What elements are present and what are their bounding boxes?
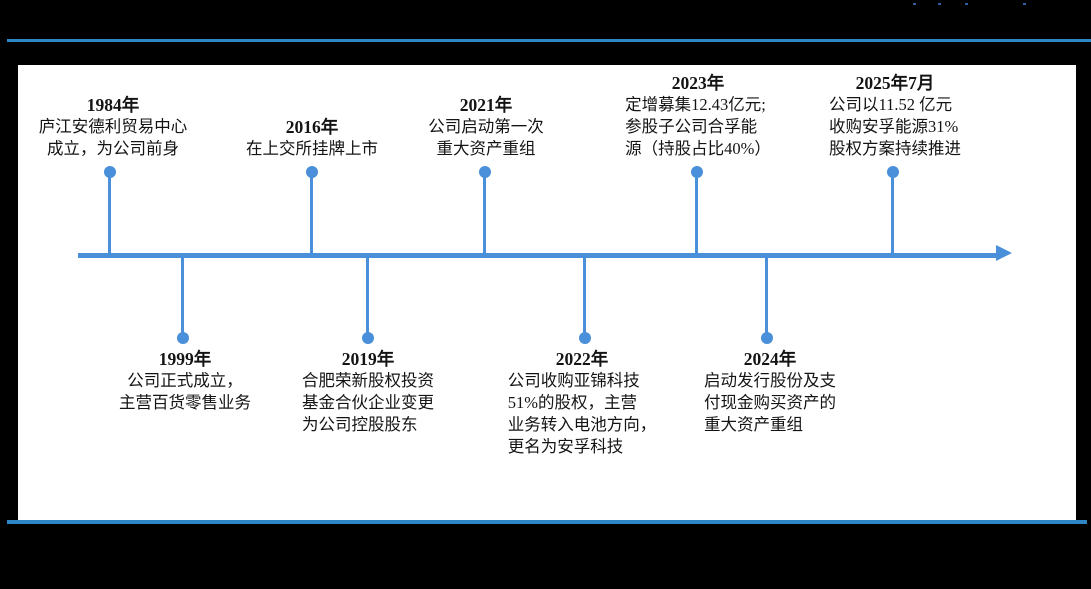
timeline-connector <box>765 258 768 338</box>
timeline-connector <box>695 172 698 253</box>
timeline-connector <box>891 172 894 253</box>
timeline-event-1999: 1999年 公司正式成立， 主营百货零售业务 <box>119 348 251 414</box>
timeline-dot <box>887 166 899 178</box>
event-year: 2016年 <box>285 117 339 137</box>
timeline-connector <box>583 258 586 338</box>
timeline-connector <box>108 172 111 253</box>
event-desc-line: 源（持股占比40%） <box>625 139 771 158</box>
timeline-arrow-head-icon <box>996 245 1012 261</box>
artifact-speck <box>913 3 916 5</box>
timeline-event-2016: 2016年 在上交所挂牌上市 <box>246 116 378 160</box>
event-year: 2022年 <box>555 349 609 369</box>
event-desc-line: 业务转入电池方向， <box>507 415 657 434</box>
timeline-connector <box>181 258 184 338</box>
event-desc-line: 启动发行股份及支 <box>704 371 836 390</box>
event-desc-line: 基金合伙企业变更 <box>302 393 434 412</box>
event-desc-line: 付现金购买资产的 <box>704 393 836 412</box>
white-canvas <box>18 65 1076 521</box>
timeline-connector <box>483 172 486 253</box>
artifact-speck <box>938 3 941 5</box>
timeline-axis <box>78 253 998 258</box>
bottom-border-line <box>7 520 1087 524</box>
event-desc-line: 公司正式成立， <box>127 371 243 390</box>
artifact-speck <box>1023 3 1026 5</box>
timeline-dot <box>479 166 491 178</box>
event-desc-line: 公司收购亚锦科技 <box>507 371 640 390</box>
timeline-event-2021: 2021年 公司启动第一次 重大资产重组 <box>428 94 544 160</box>
top-border-line <box>7 39 1091 42</box>
event-year: 2019年 <box>341 349 395 369</box>
timeline-connector <box>366 258 369 338</box>
event-desc-line: 重大资产重组 <box>704 415 803 434</box>
timeline-event-1984: 1984年 庐江安德利贸易中心 成立，为公司前身 <box>39 94 188 160</box>
event-desc-line: 合肥荣新股权投资 <box>302 371 434 390</box>
event-desc-line: 公司以11.52 亿元 <box>829 95 953 114</box>
timeline-dot <box>306 166 318 178</box>
event-desc-line: 股权方案持续推进 <box>829 139 961 158</box>
event-desc-line: 收购安孚能源31% <box>829 117 959 136</box>
event-desc-line: 更名为安孚科技 <box>507 437 624 456</box>
event-year: 2021年 <box>459 95 513 115</box>
timeline-dot <box>761 332 773 344</box>
event-desc-line: 参股子公司合孚能 <box>625 117 758 136</box>
timeline-dot <box>104 166 116 178</box>
event-desc-line: 在上交所挂牌上市 <box>246 139 378 158</box>
event-year: 2025年7月 <box>855 73 935 93</box>
timeline-event-2024: 2024年 启动发行股份及支 付现金购买资产的 重大资产重组 <box>704 348 836 436</box>
timeline-event-2019: 2019年 合肥荣新股权投资 基金合伙企业变更 为公司控股股东 <box>302 348 434 436</box>
artifact-speck <box>965 3 968 5</box>
event-desc-line: 为公司控股股东 <box>302 415 418 434</box>
event-desc-line: 庐江安德利贸易中心 <box>38 117 188 136</box>
timeline-event-2025: 2025年7月 公司以11.52 亿元 收购安孚能源31% 股权方案持续推进 <box>829 72 961 160</box>
event-desc-line: 重大资产重组 <box>436 139 536 158</box>
timeline-event-2022: 2022年 公司收购亚锦科技 51%的股权，主营 业务转入电池方向， 更名为安孚… <box>508 348 657 458</box>
timeline-dot <box>362 332 374 344</box>
event-desc-line: 公司启动第一次 <box>428 117 544 136</box>
event-year: 2024年 <box>743 349 797 369</box>
event-desc-line: 主营百货零售业务 <box>119 393 251 412</box>
timeline-event-2023: 2023年 定增募集12.43亿元; 参股子公司合孚能 源（持股占比40%） <box>625 72 771 160</box>
event-year: 1999年 <box>158 349 212 369</box>
timeline-connector <box>310 172 313 253</box>
timeline-dot <box>691 166 703 178</box>
event-year: 1984年 <box>86 95 140 115</box>
timeline-dot <box>177 332 189 344</box>
event-desc-line: 51%的股权，主营 <box>507 393 637 412</box>
event-desc-line: 定增募集12.43亿元; <box>625 95 766 114</box>
event-desc-line: 成立，为公司前身 <box>47 139 179 158</box>
event-year: 2023年 <box>671 73 725 93</box>
timeline-dot <box>579 332 591 344</box>
